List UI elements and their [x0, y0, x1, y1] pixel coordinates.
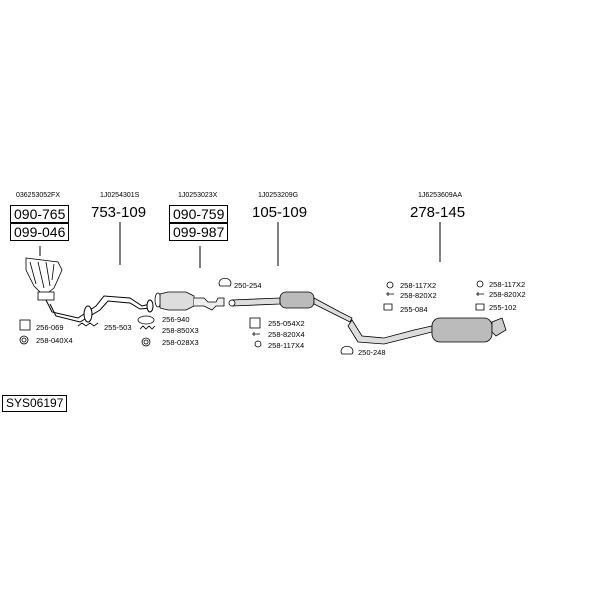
part-number-box[interactable]: 099-987 — [169, 223, 229, 241]
fitting-label[interactable]: 258-117X2 — [489, 280, 526, 289]
bolt-icon — [252, 332, 260, 336]
washer-icon-3 — [476, 280, 484, 288]
system-code-box: SYS06197 — [2, 395, 68, 412]
hanger-icon-2 — [475, 303, 485, 311]
fitting-label[interactable]: 258-028X3 — [162, 338, 199, 347]
fitting-label[interactable]: 258-850X3 — [162, 326, 199, 335]
hanger-icon — [383, 303, 393, 311]
fitting-label[interactable]: 258-040X4 — [36, 336, 73, 345]
ring-icon — [137, 315, 155, 325]
part-number[interactable]: 278-145 — [410, 204, 466, 221]
gasket-icon — [19, 319, 31, 331]
clamp-icon-3 — [340, 345, 354, 355]
part-number-box[interactable]: 099-046 — [10, 223, 70, 241]
fitting-label[interactable]: 258-117X4 — [268, 341, 305, 350]
part-number[interactable]: 105-109 — [252, 204, 308, 221]
fitting-label[interactable]: 256-940 — [162, 315, 190, 324]
nut-icon — [19, 335, 29, 345]
catalytic-converter — [154, 291, 225, 311]
bracket-icon — [249, 317, 261, 329]
bolt-icon-2 — [386, 292, 394, 296]
fitting-label[interactable]: 258-820X2 — [400, 291, 437, 300]
fitting-label[interactable]: 250-254 — [234, 281, 262, 290]
clamp-icon — [77, 322, 99, 327]
exhaust-manifold — [25, 257, 63, 301]
nut-icon-2 — [141, 337, 151, 347]
washer-icon — [254, 340, 262, 348]
fitting-icons — [19, 277, 485, 355]
middle-silencer — [228, 291, 353, 323]
part-number-box[interactable]: 090-765 — [10, 205, 70, 223]
oem-number: 1J6253609AA — [418, 192, 462, 199]
fitting-label[interactable]: 255-084 — [400, 305, 428, 314]
rear-silencer — [347, 317, 507, 345]
washer-icon-2 — [386, 281, 394, 289]
part-number-box[interactable]: 090-759 — [169, 205, 229, 223]
part-number[interactable]: 753-109 — [91, 204, 147, 221]
fitting-label[interactable]: 256-069 — [36, 323, 64, 332]
fitting-label[interactable]: 258-820X2 — [489, 290, 526, 299]
clamp-icon-2 — [218, 277, 232, 287]
front-pipe — [45, 295, 154, 323]
oem-number: 1J0254301S — [100, 192, 140, 199]
spring-icon — [139, 325, 156, 330]
fitting-label[interactable]: 255-054X2 — [268, 319, 305, 328]
oem-number: 1J0253023X — [178, 192, 218, 199]
oem-number: 036253052FX — [16, 192, 60, 199]
oem-number: 1J0253209G — [258, 192, 299, 199]
fitting-label[interactable]: 258-117X2 — [400, 281, 437, 290]
fitting-label[interactable]: 255-503 — [104, 323, 132, 332]
bolt-icon-3 — [476, 292, 484, 296]
fitting-label[interactable]: 258-820X4 — [268, 330, 305, 339]
fitting-label[interactable]: 250-248 — [358, 348, 386, 357]
fitting-label[interactable]: 255-102 — [489, 303, 517, 312]
